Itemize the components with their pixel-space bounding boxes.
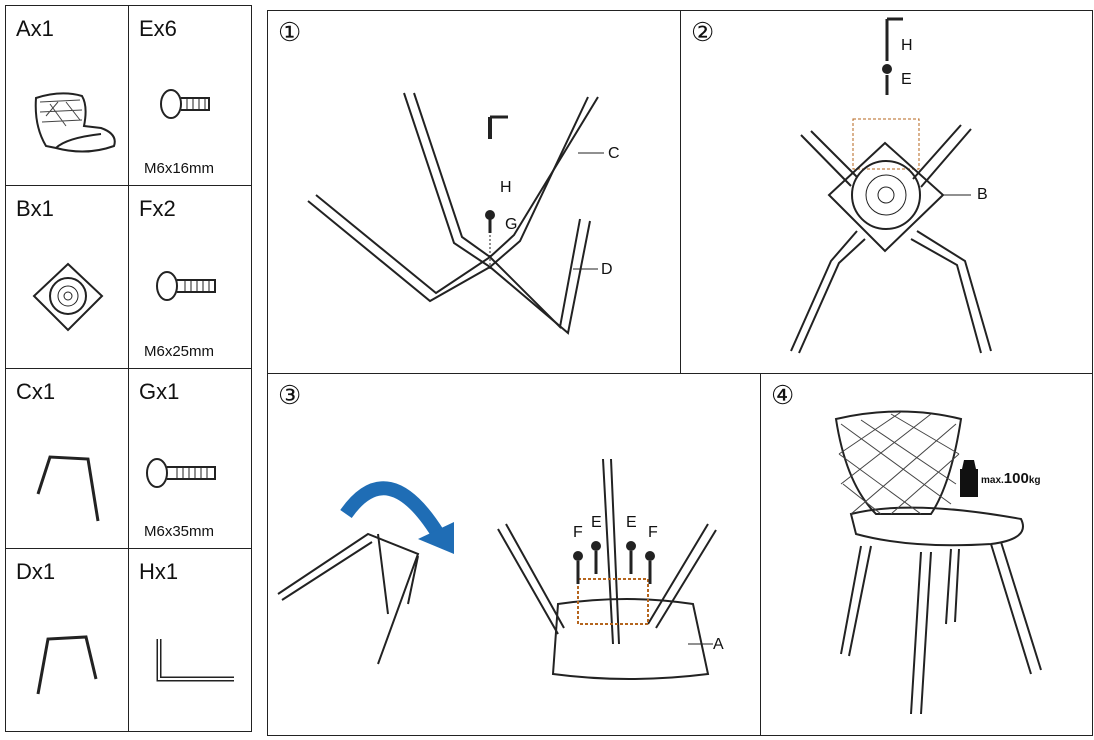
step-3: ③ F E E — [268, 374, 761, 735]
label-b: B — [977, 186, 988, 203]
bolt-icon — [156, 271, 216, 301]
label-e: E — [591, 514, 602, 531]
part-size: M6x35mm — [144, 523, 215, 540]
part-c: Cx1 — [6, 369, 129, 549]
bolt-icon — [160, 89, 210, 119]
leg-frames-illustration — [307, 92, 604, 335]
part-label: Cx1 — [16, 379, 56, 404]
part-label: Bx1 — [16, 196, 54, 221]
label-e: E — [626, 514, 637, 531]
part-d: Dx1 — [6, 549, 129, 731]
assembly-steps: ① C D H G ② — [267, 10, 1093, 736]
max-weight-label: max.100kg — [981, 470, 1041, 487]
weight-value: 100 — [1003, 470, 1029, 487]
part-f: Fx2 M6x25mm — [129, 186, 252, 369]
label-h: H — [901, 37, 913, 54]
part-label: Hx1 — [139, 559, 179, 584]
weight-prefix: max. — [981, 475, 1004, 486]
part-a: Ax1 — [6, 6, 129, 186]
step-4: ④ max.100kg — [761, 374, 1093, 735]
label-f: F — [573, 524, 583, 541]
label-e: E — [901, 71, 912, 88]
step-number: ④ — [771, 380, 795, 410]
leg-frame-icon — [36, 455, 100, 522]
label-a: A — [713, 636, 724, 653]
step-2: ② H E B — [681, 11, 1093, 374]
part-g: Gx1 M6x35mm — [129, 369, 252, 549]
assembled-chair-illustration — [834, 410, 1042, 715]
leg-frame-icon — [36, 635, 98, 695]
part-label: Fx2 — [139, 196, 176, 221]
swivel-plate-icon — [32, 262, 104, 332]
part-label: Dx1 — [16, 559, 56, 584]
label-f: F — [648, 524, 658, 541]
label-g: G — [505, 216, 518, 233]
seat-icon — [34, 92, 116, 153]
part-size: M6x16mm — [144, 160, 215, 177]
bolt-icon — [146, 458, 216, 488]
step-number: ② — [691, 17, 715, 47]
step-1: ① C D H G — [268, 11, 681, 374]
parts-list: Ax1 Ex6 M6x16mm Bx1 — [5, 5, 252, 732]
part-size: M6x25mm — [144, 343, 215, 360]
part-h: Hx1 — [129, 549, 252, 731]
allen-key-icon — [156, 639, 234, 682]
step-number: ③ — [278, 380, 302, 410]
step-number: ① — [278, 17, 302, 47]
part-e: Ex6 M6x16mm — [129, 6, 252, 186]
label-c: C — [608, 145, 620, 162]
part-label: Gx1 — [139, 379, 180, 404]
label-h: H — [500, 179, 512, 196]
part-label: Ex6 — [139, 16, 177, 41]
part-label: Ax1 — [16, 16, 54, 41]
swivel-plate-illustration — [790, 17, 992, 354]
weight-unit: kg — [1028, 475, 1041, 486]
part-b: Bx1 — [6, 186, 129, 369]
label-d: D — [601, 261, 613, 278]
attach-seat-illustration — [277, 458, 717, 680]
